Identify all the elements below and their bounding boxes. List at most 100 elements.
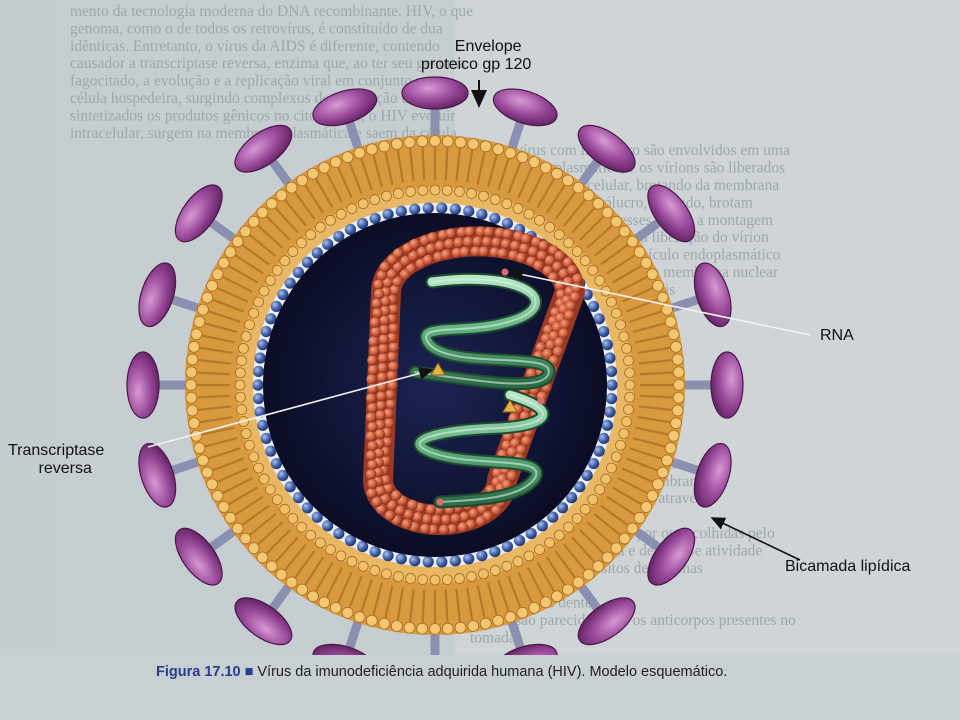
lipid-tail	[249, 234, 277, 257]
capsid-protein	[391, 490, 402, 501]
lipid-head	[501, 560, 513, 572]
matrix-protein	[593, 313, 605, 325]
matrix-protein	[356, 540, 369, 553]
background-text-line: tomadas	[470, 629, 522, 646]
capsid-protein	[382, 277, 393, 288]
capsid-protein	[535, 342, 547, 353]
matrix-protein	[265, 445, 277, 457]
lipid-tail	[455, 148, 461, 182]
lipid-head	[544, 537, 556, 549]
rna-strand-highlight	[418, 394, 544, 503]
capsid-protein	[375, 400, 387, 411]
lipid-head	[621, 343, 632, 354]
matrix-protein	[501, 217, 514, 230]
capsid-protein	[373, 447, 385, 459]
capsid-protein	[386, 269, 398, 280]
matrix-protein	[260, 325, 272, 338]
matrix-protein	[270, 300, 282, 313]
lipid-head	[296, 174, 309, 187]
capsid-protein	[401, 519, 413, 530]
lipid-head	[429, 574, 441, 586]
lipid-tail	[629, 310, 662, 323]
lipid-tail	[617, 477, 648, 495]
matrix-protein	[601, 419, 613, 431]
capsid-protein	[420, 523, 431, 535]
lipid-tail	[617, 275, 648, 293]
gp120-knob	[492, 88, 558, 127]
lipid-head	[523, 208, 535, 220]
lipid-tail	[360, 579, 373, 612]
matrix-protein	[277, 288, 289, 301]
lipid-head	[429, 184, 441, 196]
capsid-protein	[412, 512, 424, 523]
lipid-head	[512, 203, 524, 214]
lipid-tail	[611, 265, 642, 284]
capsid-protein	[383, 408, 394, 419]
matrix-protein	[344, 534, 357, 547]
capsid-protein	[427, 232, 438, 243]
lipid-head	[238, 343, 249, 354]
lipid-head	[492, 614, 505, 627]
lipid-tail	[212, 457, 245, 472]
lipid-head	[271, 494, 283, 506]
caption-bullet: ■	[244, 664, 254, 680]
capsid-protein	[497, 248, 509, 259]
lipid-head	[624, 379, 636, 391]
lipid-head	[329, 602, 342, 614]
lipid-head	[551, 590, 563, 603]
lipid-tail	[536, 561, 555, 592]
lipid-head	[341, 151, 354, 164]
matrix-protein	[501, 540, 514, 553]
gp120-knob	[401, 76, 469, 110]
capsid-protein	[422, 254, 434, 266]
lipid-head	[403, 136, 416, 149]
capsid-protein	[472, 236, 483, 247]
gp120-knob	[577, 597, 636, 646]
capsid-protein	[444, 238, 455, 250]
matrix-protein	[260, 432, 272, 445]
lipid-head	[357, 560, 369, 572]
lipid-head	[287, 513, 299, 524]
capsid-protein	[387, 351, 398, 363]
lipid-head	[571, 246, 583, 257]
matrix-protein	[322, 238, 334, 250]
lipid-head	[670, 417, 682, 430]
lipid-head	[441, 184, 453, 196]
lipid-head	[646, 489, 659, 502]
capsid-protein	[405, 263, 417, 274]
matrix-protein	[601, 339, 613, 351]
matrix-protein	[252, 365, 265, 378]
lipid-head	[285, 181, 298, 194]
lipid-head	[378, 140, 391, 153]
matrix-protein	[525, 527, 537, 540]
lipid-tail	[204, 436, 238, 448]
lipid-tail	[421, 589, 426, 623]
lipid-head	[673, 379, 685, 391]
capsid-protein	[565, 300, 576, 312]
lipid-head	[626, 522, 639, 535]
matrix-protein	[436, 556, 448, 568]
figure-number: Figura 17.10	[156, 664, 241, 680]
lipid-head	[346, 556, 358, 567]
capsid-protein	[367, 402, 378, 413]
gp120-knob	[174, 184, 223, 243]
matrix-protein	[605, 392, 618, 405]
matrix-protein	[476, 208, 488, 220]
lipid-tail	[545, 184, 566, 214]
lipid-tail	[639, 394, 673, 399]
lipid-head	[553, 529, 565, 541]
capsid-protein	[542, 348, 553, 360]
matrix-protein	[252, 379, 264, 391]
lipid-tail	[497, 158, 510, 191]
lipid-tail	[265, 529, 291, 555]
matrix-protein	[581, 469, 593, 482]
lipid-head	[553, 229, 565, 241]
lipid-tail	[593, 234, 621, 257]
capsid-protein	[456, 227, 468, 238]
matrix-protein	[574, 481, 586, 493]
lipid-tail	[554, 191, 576, 220]
lipid-head	[467, 620, 480, 632]
lipid-head	[618, 532, 631, 545]
capsid-protein	[378, 334, 390, 345]
matrix-protein	[284, 277, 296, 289]
